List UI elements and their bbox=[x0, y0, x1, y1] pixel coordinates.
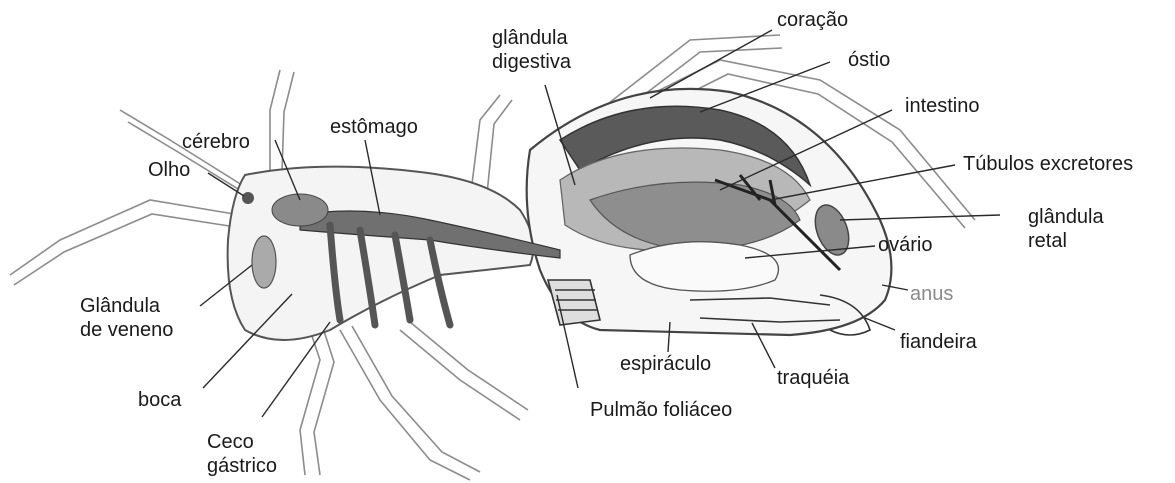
label-fiandeira: fiandeira bbox=[900, 330, 977, 354]
label-ceco-gastrico-line1: Ceco bbox=[207, 430, 277, 454]
label-glandula-veneno-line2: de veneno bbox=[80, 318, 173, 342]
leg-lower-3 bbox=[400, 322, 528, 420]
leader-coracao bbox=[650, 30, 772, 98]
leg-lower-2 bbox=[340, 326, 480, 480]
label-cerebro: cérebro bbox=[182, 130, 250, 154]
label-glandula-retal-line2: retal bbox=[1028, 229, 1104, 253]
label-pulmao: Pulmão foliáceo bbox=[590, 398, 732, 422]
label-ostio: óstio bbox=[848, 48, 890, 72]
leader-olho bbox=[208, 173, 244, 196]
label-ovario: ovário bbox=[878, 233, 932, 257]
label-intestino: intestino bbox=[905, 94, 980, 118]
label-glandula-digestiva-line2: digestiva bbox=[492, 50, 571, 74]
label-espiraculo: espiráculo bbox=[620, 352, 711, 376]
leg-front-long bbox=[10, 200, 242, 285]
label-estomago: estômago bbox=[330, 115, 418, 139]
leg-front-upper bbox=[120, 110, 256, 200]
label-traqueia: traquéia bbox=[777, 366, 849, 390]
label-glandula-digestiva-line1: glândula bbox=[492, 26, 571, 50]
label-boca: boca bbox=[138, 388, 181, 412]
venom-gland bbox=[252, 236, 276, 288]
label-ceco-gastrico: Ceco gástrico bbox=[207, 430, 277, 478]
label-glandula-retal-line1: glândula bbox=[1028, 205, 1104, 229]
label-glandula-retal: glândula retal bbox=[1028, 205, 1104, 253]
label-glandula-veneno: Glândula de veneno bbox=[80, 294, 173, 342]
label-anus: anus bbox=[910, 282, 953, 306]
label-ceco-gastrico-line2: gástrico bbox=[207, 454, 277, 478]
label-olho: Olho bbox=[148, 158, 190, 182]
label-glandula-digestiva: glândula digestiva bbox=[492, 26, 571, 74]
eye bbox=[242, 192, 254, 204]
label-coracao: coração bbox=[777, 8, 848, 32]
book-lung bbox=[548, 280, 600, 325]
label-glandula-veneno-line1: Glândula bbox=[80, 294, 173, 318]
label-tubulos: Túbulos excretores bbox=[963, 152, 1133, 176]
ovary bbox=[630, 242, 778, 292]
